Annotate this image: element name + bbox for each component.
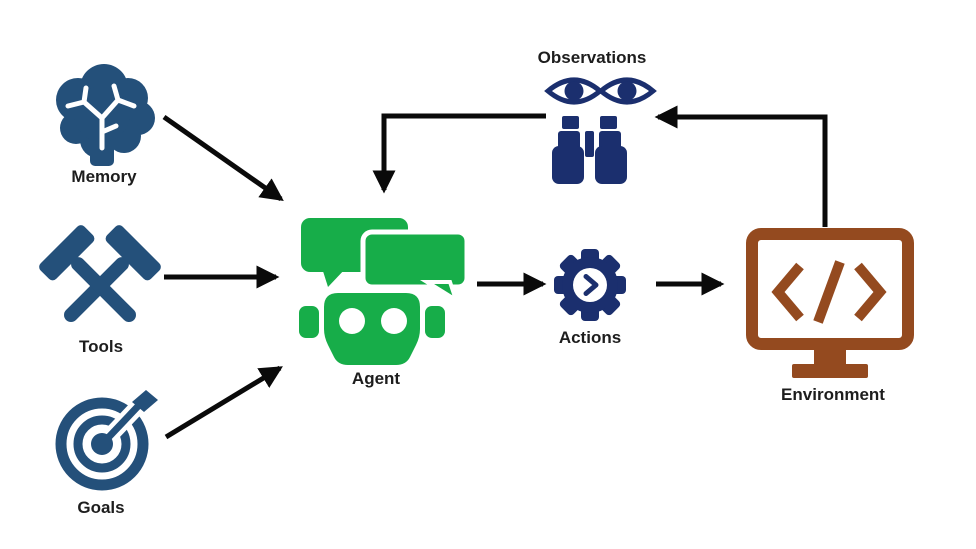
brain-icon [56,64,155,166]
actions-label: Actions [558,328,622,347]
arrow-observations-to-agent [372,113,546,194]
arrow-memory-to-agent [162,114,284,202]
agent-label: Agent [351,369,401,388]
eye-icon [544,77,604,105]
robot-chat-icon [299,218,470,365]
crossed-hammers-icon [39,225,161,322]
eyes-binoculars-icon [544,77,657,184]
target-arrow-icon [55,390,158,491]
slash-glyph [813,260,845,324]
arrow-environment-to-observations [654,105,828,227]
code-monitor-icon [746,228,914,378]
chevron-right-glyph [854,262,887,322]
tools-label: Tools [78,337,124,356]
memory-label: Memory [71,167,137,186]
goals-label: Goals [77,498,125,517]
observations-label: Observations [537,48,647,67]
arrow-goals-to-agent [164,365,283,440]
gear-icon [554,249,626,321]
eye-icon [597,77,657,105]
environment-label: Environment [781,385,885,404]
binoculars-icon [552,116,627,184]
chevron-left-glyph [771,262,804,322]
chevron-right-icon [583,274,599,296]
